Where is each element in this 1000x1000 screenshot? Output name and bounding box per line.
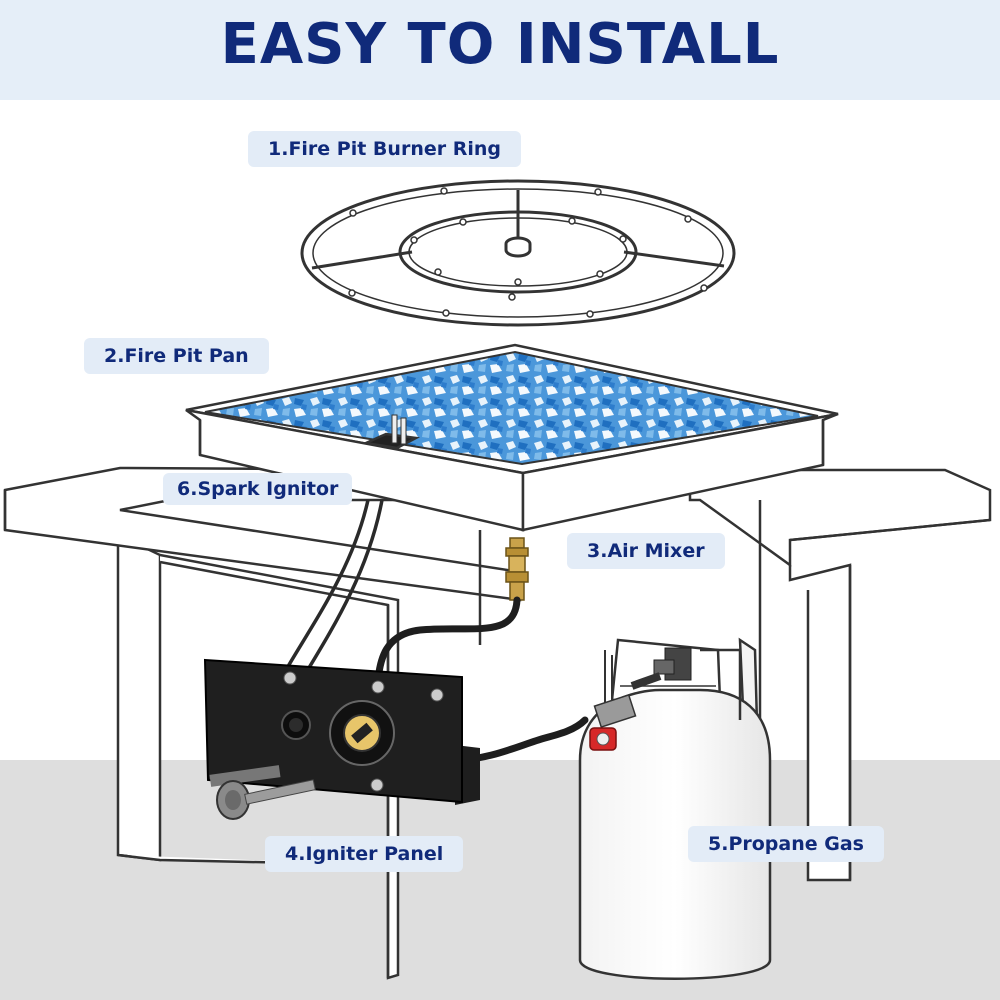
label-fire-pit-pan: 2.Fire Pit Pan bbox=[84, 338, 269, 374]
label-burner-ring: 1.Fire Pit Burner Ring bbox=[248, 131, 521, 167]
label-propane-gas: 5.Propane Gas bbox=[688, 826, 884, 862]
page-title: EASY TO INSTALL bbox=[220, 12, 780, 77]
label-spark-ignitor: 6.Spark Ignitor bbox=[163, 473, 353, 505]
air-mixer bbox=[505, 537, 529, 601]
label-igniter-panel: 4.Igniter Panel bbox=[265, 836, 464, 872]
fire-pit-pan bbox=[185, 343, 839, 532]
gas-hoses bbox=[374, 596, 589, 764]
label-air-mixer: 3.Air Mixer bbox=[567, 533, 725, 569]
propane-tank bbox=[578, 637, 772, 980]
table-top-frame bbox=[3, 466, 992, 602]
header-band bbox=[0, 0, 1000, 100]
burner-ring bbox=[300, 179, 736, 327]
igniter-panel bbox=[203, 658, 480, 820]
